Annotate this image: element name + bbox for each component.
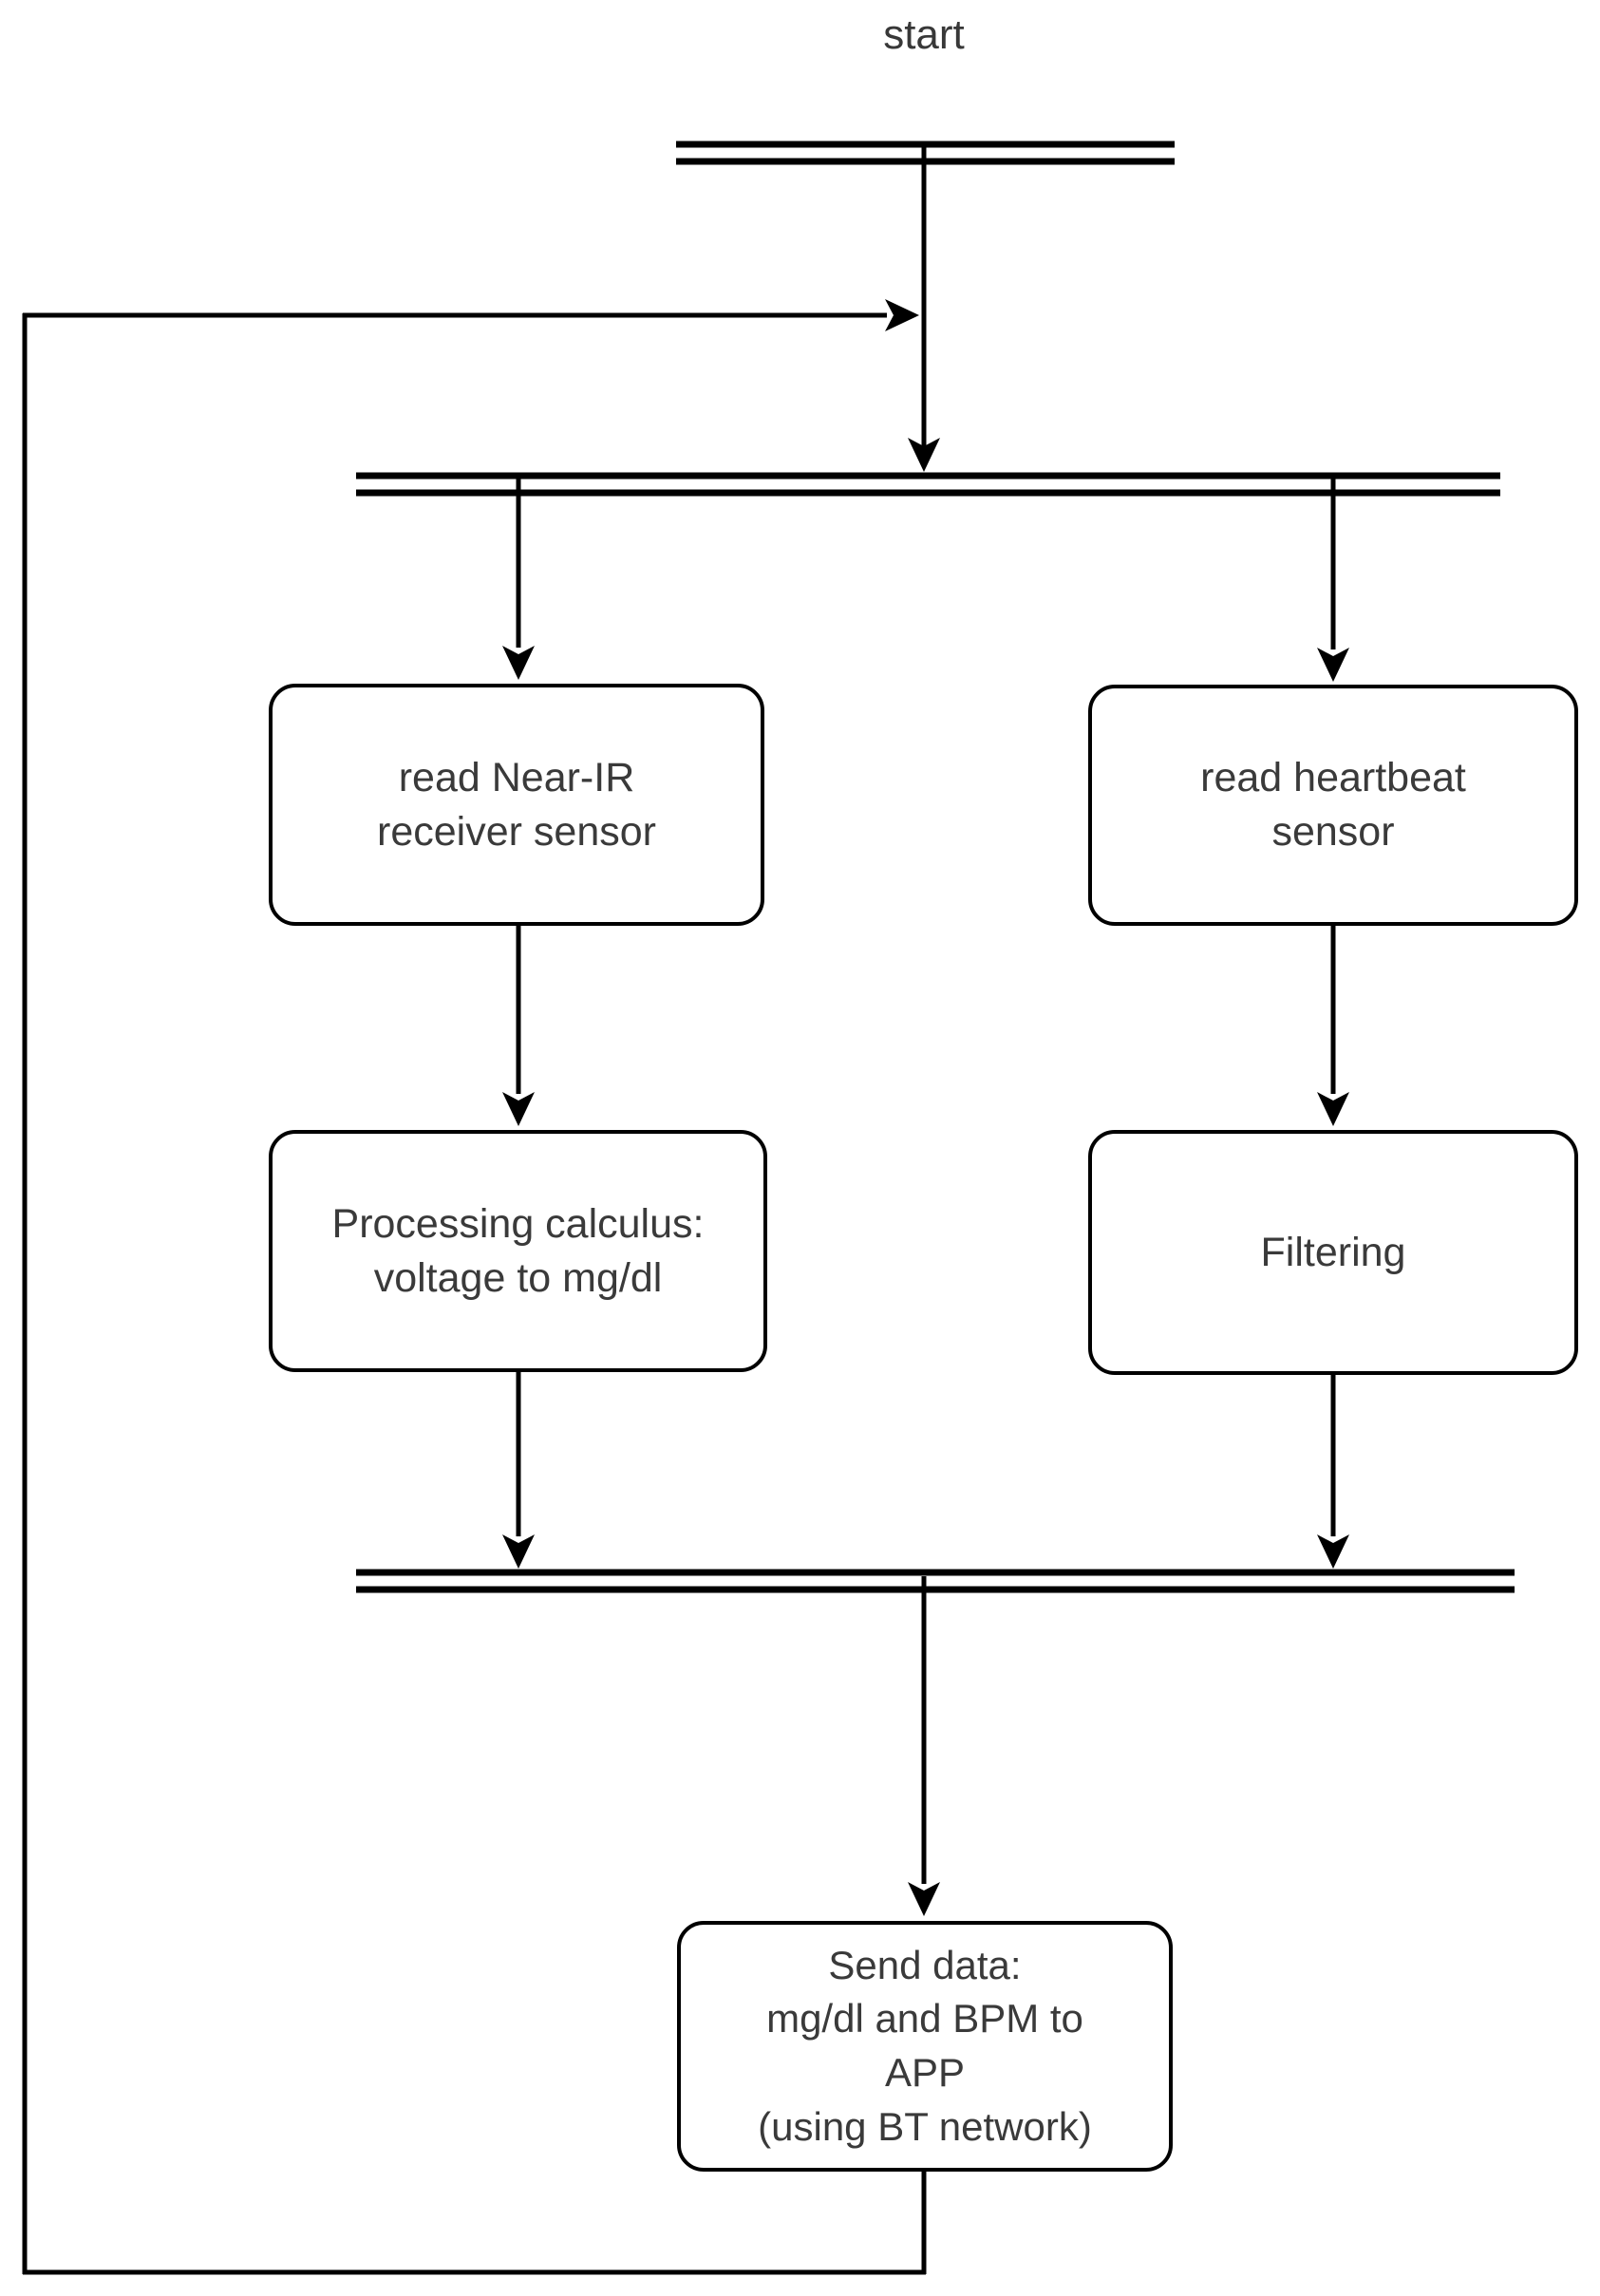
trunk-arrowhead bbox=[908, 438, 940, 472]
edge-join-to-send-arrowhead bbox=[908, 1882, 940, 1916]
node-processing-calculus-label: Processing calculus: voltage to mg/dl bbox=[331, 1200, 705, 1301]
edge-fork-to-heartbeat-arrowhead bbox=[1317, 648, 1349, 682]
start-label: start bbox=[883, 11, 965, 58]
edge-filtering-to-join-arrowhead bbox=[1317, 1534, 1349, 1569]
node-read-near-ir: read Near-IR receiver sensor bbox=[269, 684, 764, 926]
edge-fork-to-near-ir-arrowhead bbox=[502, 646, 535, 680]
loop-merge-arrowhead bbox=[885, 299, 919, 331]
node-read-heartbeat: read heartbeat sensor bbox=[1088, 685, 1578, 926]
edge-processing-to-join-arrowhead bbox=[502, 1534, 535, 1569]
node-send-data: Send data: mg/dl and BPM to APP (using B… bbox=[677, 1921, 1173, 2172]
edge-near-ir-to-processing-arrowhead bbox=[502, 1092, 535, 1126]
node-read-near-ir-label: read Near-IR receiver sensor bbox=[377, 754, 656, 855]
node-processing-calculus: Processing calculus: voltage to mg/dl bbox=[269, 1130, 767, 1372]
node-filtering-label: Filtering bbox=[1260, 1229, 1406, 1275]
node-read-heartbeat-label: read heartbeat sensor bbox=[1200, 755, 1466, 855]
node-send-data-label: Send data: mg/dl and BPM to APP (using B… bbox=[758, 1942, 1092, 2149]
node-filtering: Filtering bbox=[1088, 1130, 1578, 1375]
edge-heartbeat-to-filtering-arrowhead bbox=[1317, 1092, 1349, 1126]
